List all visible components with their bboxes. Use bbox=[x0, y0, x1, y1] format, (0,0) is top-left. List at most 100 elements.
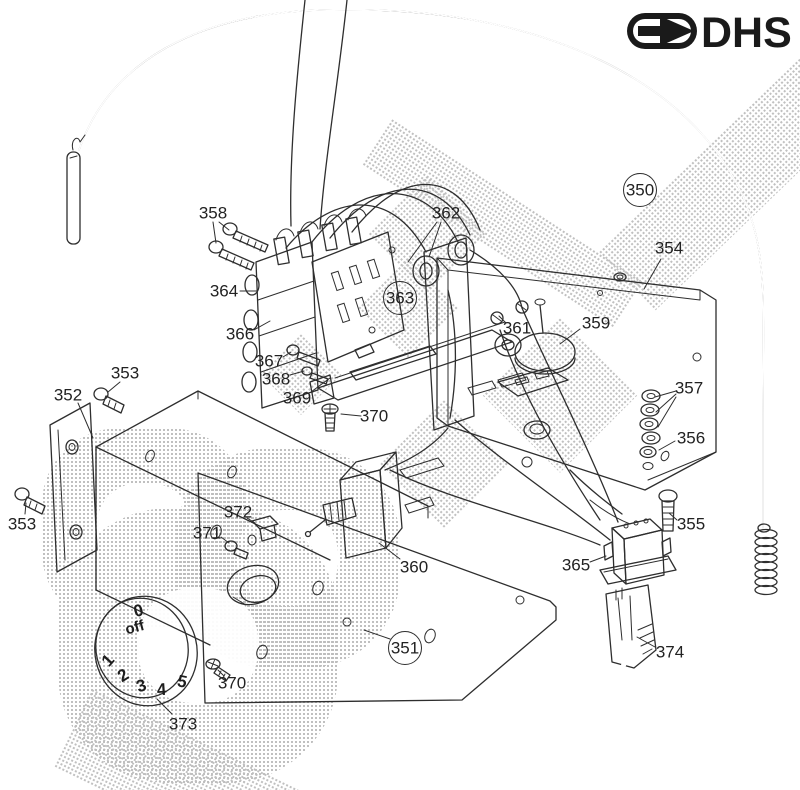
part-callout-367: 367 bbox=[255, 351, 292, 371]
callout-leader-line bbox=[77, 402, 94, 439]
callout-leader-line bbox=[363, 629, 391, 640]
part-callout-370: 370 bbox=[340, 407, 388, 426]
callout-number: 362 bbox=[432, 204, 460, 223]
part-callout-369: 369 bbox=[283, 377, 331, 408]
part-callout-356: 356 bbox=[658, 429, 705, 451]
callout-circle bbox=[383, 281, 417, 315]
part-callout-360: 360 bbox=[378, 542, 428, 577]
callout-number: 356 bbox=[677, 429, 705, 448]
callout-number: 357 bbox=[675, 379, 703, 398]
callout-number: 365 bbox=[562, 556, 590, 575]
part-callout-371: 371 bbox=[193, 524, 230, 544]
callout-number: 364 bbox=[210, 282, 238, 301]
callout-leader-line bbox=[657, 396, 677, 428]
part-callout-363: 363 bbox=[383, 281, 417, 315]
dial-label-n4: 4 bbox=[156, 680, 167, 700]
callout-layer: 350 351 352 353 353 354 355 356 357 358 359 360 361 3… bbox=[8, 173, 705, 734]
callout-number: 359 bbox=[582, 314, 610, 333]
part-callout-358: 358 bbox=[199, 204, 230, 244]
callout-leader-line bbox=[643, 258, 662, 290]
callout-number: 366 bbox=[226, 325, 254, 344]
part-callout-357: 357 bbox=[654, 379, 703, 428]
callout-number: 351 bbox=[391, 639, 419, 658]
callout-leader-line bbox=[498, 315, 507, 324]
callout-leader-line bbox=[310, 377, 331, 393]
part-callout-353: 353 bbox=[8, 502, 36, 534]
part-plug-374 bbox=[605, 584, 800, 774]
part-callout-353: 353 bbox=[107, 364, 139, 393]
callout-leader-line bbox=[282, 351, 292, 358]
part-callout-365: 365 bbox=[562, 555, 607, 575]
part-washers-357-356 bbox=[639, 389, 670, 470]
callout-leader-line bbox=[668, 512, 678, 521]
part-screws-358 bbox=[208, 222, 269, 271]
callout-number: 355 bbox=[677, 515, 705, 534]
callout-leader-line bbox=[246, 517, 256, 524]
part-screw-370-upper bbox=[321, 403, 339, 432]
callout-leader-line bbox=[217, 669, 225, 677]
callout-leader-line bbox=[24, 502, 27, 515]
part-connector-365 bbox=[589, 499, 677, 585]
callout-number: 353 bbox=[111, 364, 139, 383]
part-callout-368: 368 bbox=[262, 370, 305, 389]
part-bracket-352 bbox=[14, 387, 125, 573]
part-capillary-tube bbox=[66, 8, 778, 596]
callout-leader-line bbox=[220, 536, 230, 544]
callout-number: 353 bbox=[8, 515, 36, 534]
part-callout-361: 361 bbox=[498, 315, 531, 338]
callout-number: 350 bbox=[626, 181, 654, 200]
part-frame-and-cover-351 bbox=[95, 390, 601, 704]
callout-leader-line bbox=[107, 381, 121, 393]
callout-circle bbox=[623, 173, 657, 207]
callout-number: 358 bbox=[199, 204, 227, 223]
part-callout-374: 374 bbox=[636, 636, 684, 662]
dial-label-n5: 5 bbox=[176, 671, 189, 692]
callout-leader-line bbox=[407, 221, 438, 263]
callout-leader-line bbox=[428, 221, 442, 258]
callout-leader-line bbox=[253, 320, 271, 331]
part-callout-354: 354 bbox=[643, 239, 683, 290]
callout-number: 374 bbox=[656, 643, 684, 662]
part-callout-372: 372 bbox=[224, 503, 256, 524]
callout-number: 354 bbox=[655, 239, 683, 258]
part-callout-352: 352 bbox=[54, 386, 94, 439]
part-callout-370: 370 bbox=[217, 669, 246, 693]
part-callout-373: 373 bbox=[156, 698, 197, 734]
logo-text: DHS bbox=[701, 9, 792, 57]
callout-number: 367 bbox=[255, 352, 283, 371]
callout-number: 373 bbox=[169, 715, 197, 734]
callout-circle bbox=[388, 631, 422, 665]
part-callout-359: 359 bbox=[559, 314, 610, 345]
callout-number: 352 bbox=[54, 386, 82, 405]
callout-number: 363 bbox=[386, 289, 414, 308]
callout-leader-line bbox=[589, 555, 607, 563]
dial-label-n2: 2 bbox=[114, 665, 132, 686]
callout-leader-line bbox=[658, 440, 676, 451]
part-screw-370-lower bbox=[205, 658, 231, 682]
part-switch-360 bbox=[224, 451, 445, 560]
part-callout-350: 350 bbox=[623, 173, 657, 207]
callout-number: 372 bbox=[224, 503, 252, 522]
part-callout-351: 351 bbox=[363, 629, 422, 665]
part-terminal-block bbox=[241, 208, 405, 409]
callout-leader-line bbox=[636, 636, 656, 648]
callout-leader-line bbox=[289, 370, 305, 376]
part-callout-366: 366 bbox=[226, 320, 271, 344]
callout-leader-line bbox=[654, 390, 677, 398]
callout-leader-line bbox=[212, 221, 217, 244]
callout-number: 371 bbox=[193, 524, 221, 543]
callout-number: 360 bbox=[400, 558, 428, 577]
dial-label-off: off bbox=[123, 617, 147, 639]
part-box-354 bbox=[436, 249, 717, 541]
callout-leader-line bbox=[340, 413, 362, 417]
callout-leader-line bbox=[559, 328, 581, 345]
arrow-right-icon bbox=[660, 16, 694, 46]
part-callout-362: 362 bbox=[407, 204, 460, 263]
callout-leader-line bbox=[156, 698, 173, 715]
harness-wires-top bbox=[290, 0, 348, 230]
callout-number: 370 bbox=[218, 674, 246, 693]
dial-label-n1: 1 bbox=[98, 650, 118, 670]
part-callout-355: 355 bbox=[668, 512, 705, 534]
